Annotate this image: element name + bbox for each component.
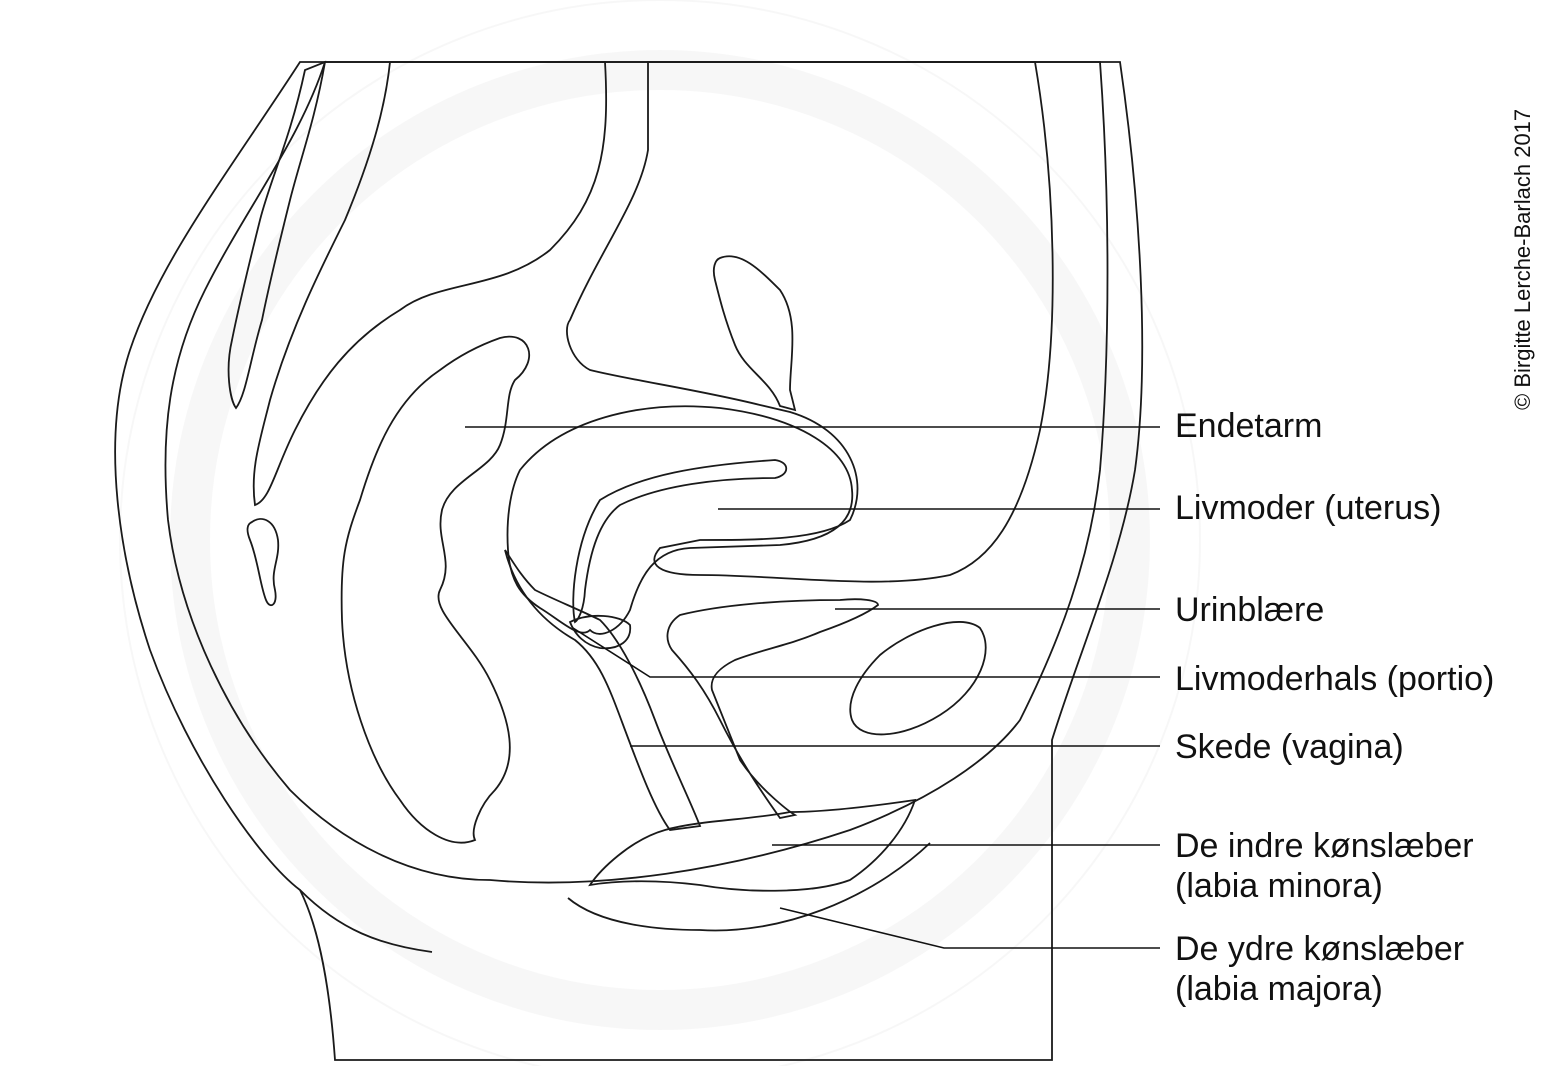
copyright-text: © Birgitte Lerche-Barlach 2017 (1510, 109, 1535, 410)
sacrum-gap (252, 61, 608, 507)
leader-ydre (779, 907, 1160, 949)
body-tissue (164, 61, 1109, 884)
labia-majora-fold (567, 842, 931, 932)
vagina (504, 549, 702, 831)
uterine-cavity (572, 459, 788, 624)
leader-lines (465, 426, 1160, 949)
pubic-bone (849, 621, 987, 736)
leader-livmoderhals (572, 627, 1160, 678)
buttock-fold (299, 889, 433, 953)
label-livmoder: Livmoder (uterus) (1175, 489, 1441, 527)
labia-minora (588, 798, 917, 892)
uterus (506, 405, 854, 635)
labels: Endetarm Livmoder (uterus) Urinblære Liv… (1175, 407, 1494, 1008)
small-bone-gap (246, 518, 280, 607)
label-urinblaere: Urinblære (1175, 591, 1324, 629)
fallopian-tube (712, 255, 797, 412)
cervix (568, 614, 632, 650)
watermark (119, 0, 1201, 1066)
label-endetarm: Endetarm (1175, 407, 1322, 445)
bladder (666, 598, 879, 819)
label-livmoderhals: Livmoderhals (portio) (1175, 660, 1494, 698)
coccyx-gap (227, 60, 327, 410)
label-indre: De indre kønslæber (labia minora) (1175, 827, 1483, 905)
abdominal-cavity (566, 61, 1054, 583)
label-ydre: De ydre kønslæber (labia majora) (1175, 930, 1474, 1008)
label-skede: Skede (vagina) (1175, 728, 1404, 766)
rectum (340, 335, 531, 844)
